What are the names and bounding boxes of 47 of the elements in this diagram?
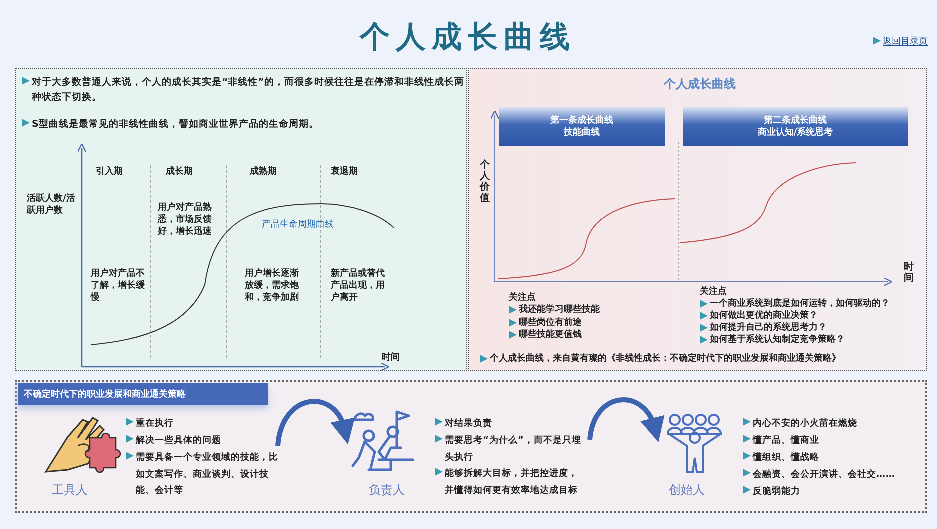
label: 衰退期 xyxy=(331,166,359,178)
person-label: 创始人 xyxy=(669,482,705,499)
bullet-text: 我还能学习哪些技能 xyxy=(509,304,669,316)
bullet-text: 反脆弱能力 xyxy=(743,484,928,500)
label: 新产品或替代产品出现，用户离开 xyxy=(331,268,386,304)
bullet-text: 哪些技能更值钱 xyxy=(509,329,669,341)
label: 成熟期 xyxy=(250,166,278,178)
axis-label: 个人价值 xyxy=(480,160,491,204)
chart-title: 个人成长曲线 xyxy=(662,78,737,90)
axis-label: 时间 xyxy=(904,262,915,284)
bullet-text: 会融资、会公开演讲、会社交…… xyxy=(743,467,928,484)
bullet-text: 需要具备一个专业领域的技能，比如文案写作、商业谈判、设计技能、会计等 xyxy=(126,450,284,500)
label: 成长期 xyxy=(166,166,194,178)
label: 用户对产品熟悉，市场反馈好，增长迅速 xyxy=(158,202,213,238)
curve-label: 产品生命周期曲线 xyxy=(262,219,335,231)
bullet-text: 个人成长曲线，来自黄有璨的《非线性成长：不确定时代下的职业发展和商业通关策略》 xyxy=(480,353,930,365)
label: 时间 xyxy=(382,352,401,364)
bullet-text: 如何做出更优的商业决策？ xyxy=(700,310,925,322)
bullet-text: 如何提升自己的系统思考力？ xyxy=(700,322,925,334)
intro-text: 对于大多数普通人来说，个人的成长其实是“非线性”的，而很多时候往往是在停滞和非线性成长两种状态下切换。 xyxy=(22,75,472,105)
bullet-text: 哪些岗位有前途 xyxy=(509,316,669,328)
banner: 不确定时代下的职业发展和商业通关策略 xyxy=(18,383,268,405)
bullet-text: 懂产品、懂商业 xyxy=(743,433,928,450)
back-link: 返回目录页 xyxy=(873,35,937,48)
label: 关注点 xyxy=(700,286,728,298)
curved-arrow xyxy=(276,399,354,446)
label: 活跃人数/活跃用户数 xyxy=(27,193,76,217)
label: 用户对产品不了解，增长缓慢 xyxy=(91,268,146,304)
person-label: 工具人 xyxy=(52,482,88,499)
label: 用户增长逐渐放缓，需求饱和，竞争加剧 xyxy=(245,268,300,304)
bullet-text: 对结果负责 xyxy=(435,416,585,432)
bullet-text: 解决一些具体的问题 xyxy=(126,433,284,450)
title-box: 第一条成长曲线 技能曲线 xyxy=(499,107,665,146)
bullet-text: 重在执行 xyxy=(126,416,284,432)
bullet-text: 需要思考“为什么”，而不是只埋头执行 xyxy=(435,433,585,466)
bullet-text: 能够拆解大目标，并把控进度，并懂得如何更有效率地达成目标 xyxy=(435,466,585,499)
title: 个人成长曲线 xyxy=(358,19,577,57)
title-box: 第二条成长曲线 商业认知/系统思考 xyxy=(683,107,908,146)
label: 引入期 xyxy=(96,166,124,178)
label: 关注点 xyxy=(509,292,537,304)
bullet-text: 懂组织、懂战略 xyxy=(743,450,928,466)
bullet-text: 如何基于系统认知制定竞争策略？ xyxy=(700,334,925,346)
bullet-text: 内心不安的小火苗在燃烧 xyxy=(743,416,928,432)
curved-arrow xyxy=(588,398,664,442)
bullet-text: 一个商业系统到底是如何运转，如何驱动的？ xyxy=(700,298,925,310)
person-label: 负责人 xyxy=(369,482,405,499)
intro-text: S型曲线是最常见的非线性曲线，譬如商业世界产品的生命周期。 xyxy=(22,117,472,132)
